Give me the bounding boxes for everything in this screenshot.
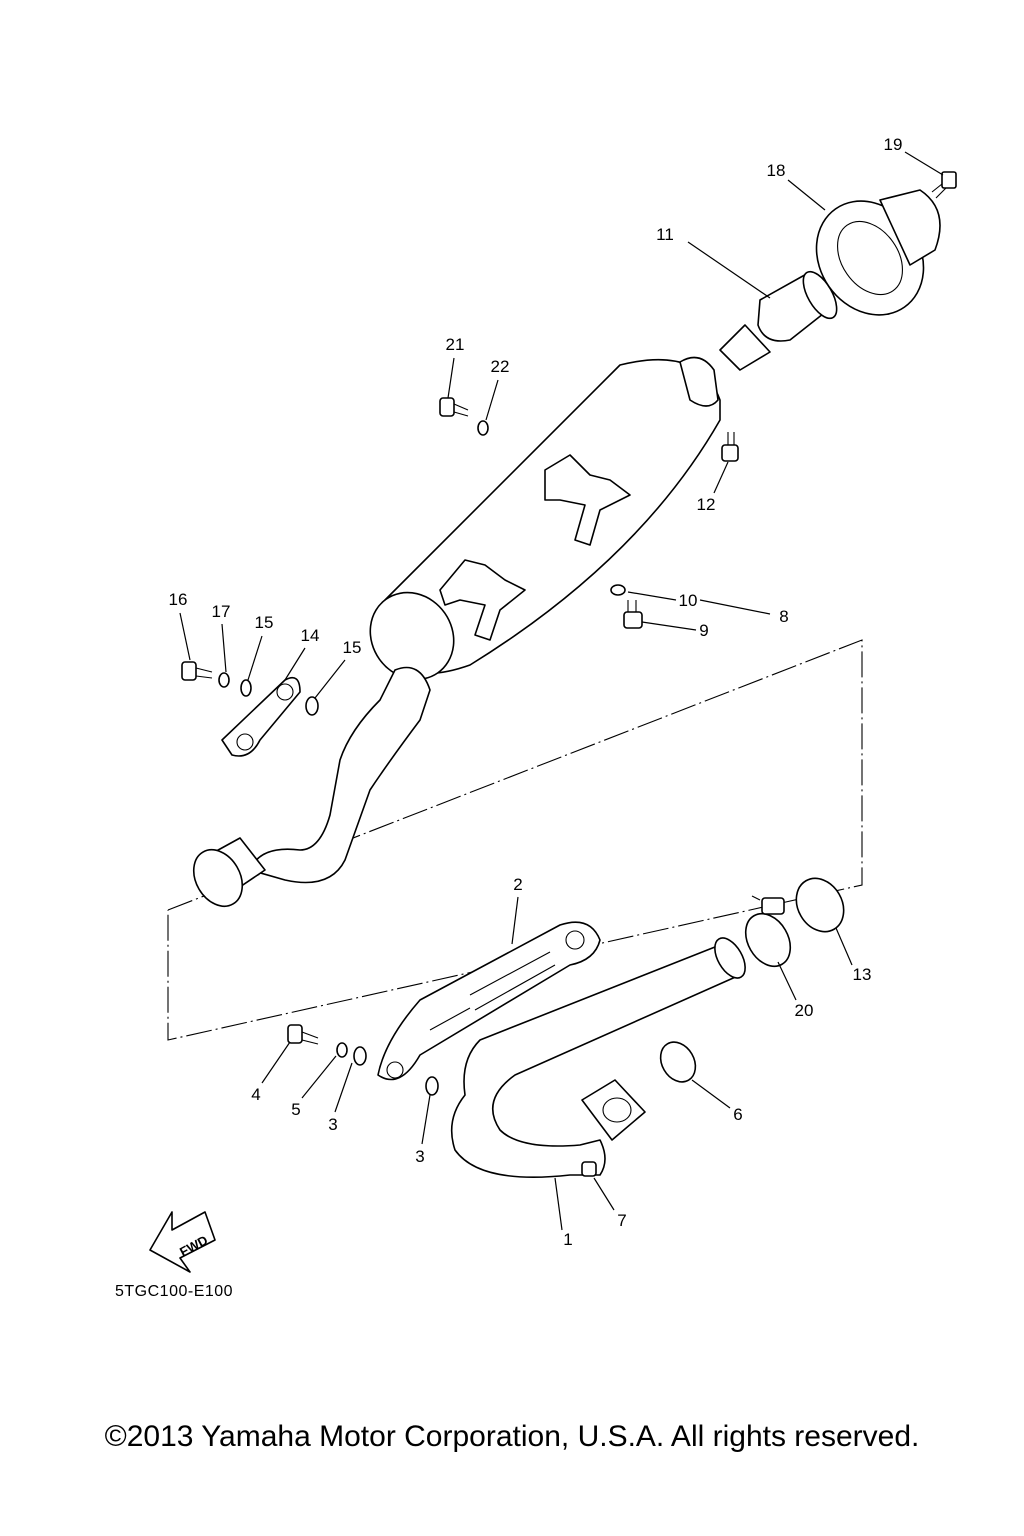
callout-number: 10 [679,591,698,610]
bolt-12 [721,432,739,462]
callout-number: 1 [563,1230,572,1249]
callout-number: 2 [513,875,522,894]
callout-leader [687,241,771,299]
callout-leader [511,896,519,945]
nut [581,1161,597,1177]
callout-leader [261,1041,291,1084]
callout-number: 3 [328,1115,337,1134]
muffler-bracket [221,676,301,757]
callout-leader [691,1079,731,1109]
callout-number: 6 [733,1105,742,1124]
callout-number: 13 [853,965,872,984]
forward-arrow-icon: FWD [149,1211,216,1273]
callout-leader [179,612,191,661]
callout-number: 3 [415,1147,424,1166]
callout-leader [835,927,853,966]
callout-leader [554,1177,563,1231]
callout-leader [314,659,346,699]
callout-number: 14 [301,626,320,645]
callout-number: 5 [291,1100,300,1119]
callout-number: 8 [779,607,788,626]
callout-leader [247,635,263,681]
callout-leader [713,461,729,494]
end-cap [815,189,941,316]
callout-leader [777,961,797,1001]
callout-leader [641,621,697,631]
callout-leader [787,179,826,211]
callout-number: 12 [697,495,716,514]
leader-lines [179,151,944,1231]
callout-number: 15 [343,638,362,657]
callout-leader [334,1062,353,1113]
muffler-body [192,356,721,908]
callout-leader [447,357,455,399]
bracket-fasteners [181,661,319,716]
callout-leader [421,1094,431,1145]
callout-leader [627,591,677,601]
gasket [659,1041,697,1083]
heat-protector [377,921,601,1081]
callout-leader [301,1055,337,1099]
screw-19 [931,171,957,199]
exhaust-pipe [450,937,746,1178]
callout-number: 15 [255,613,274,632]
callout-number: 17 [212,602,231,621]
callout-leader [284,647,306,681]
callout-number: 20 [795,1001,814,1020]
protector-fasteners [287,1024,439,1096]
callout-leader [699,599,771,615]
callout-number: 22 [491,357,510,376]
callout-leader [485,379,499,421]
callout-number: 9 [699,621,708,640]
copyright-notice: ©2013 Yamaha Motor Corporation, U.S.A. A… [104,1420,920,1453]
callout-number: 18 [767,161,786,180]
assembly-outline [167,639,863,1041]
callout-number: 7 [617,1211,626,1230]
callout-number: 11 [656,225,674,244]
callout-number: 21 [446,335,465,354]
clamp [744,895,792,968]
upper-bolt-washer [439,397,489,436]
bolt-9-washer-10 [610,584,643,629]
callout-number: 4 [251,1085,260,1104]
callout-leader [221,623,227,673]
callout-number: 19 [884,135,903,154]
callout-leader [593,1177,615,1211]
spark-arrester [719,270,838,371]
drawing-code: 5TGC100-E100 [115,1283,234,1300]
sleeve [795,877,845,933]
callout-leader [904,151,944,176]
callout-number: 16 [169,590,188,609]
